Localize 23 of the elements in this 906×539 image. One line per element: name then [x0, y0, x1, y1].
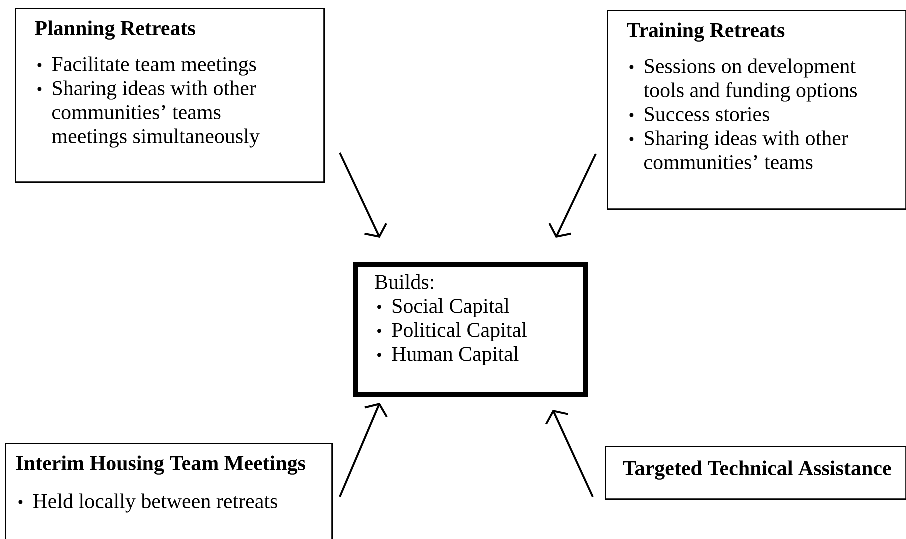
- box-text: Builds:: [375, 274, 434, 290]
- arrow: [548, 154, 597, 238]
- box-heading: Targeted Technical Assistance: [623, 460, 892, 480]
- bullet-item: Sharing ideas with other communities’ teams meetings simultaneously: [38, 80, 260, 148]
- bullet-item: Human Capital: [378, 346, 519, 366]
- box-heading: Training Retreats: [627, 22, 785, 42]
- text-box: [5, 443, 333, 539]
- bullet-item: Held locally between retreats: [18, 494, 278, 513]
- arrow: [546, 410, 594, 498]
- bullet-item: Success stories: [630, 107, 770, 122]
- text-box: [15, 8, 325, 183]
- bullet-item: Political Capital: [378, 322, 527, 342]
- text-box: [605, 446, 906, 500]
- box-heading: Interim Housing Team Meetings: [16, 456, 306, 475]
- bullet-item: Sharing ideas with other communities’ teams: [630, 130, 848, 170]
- box-heading: Planning Retreats: [35, 20, 196, 40]
- text-box: [353, 262, 588, 397]
- arrow: [339, 152, 388, 238]
- bullet-item: Social Capital: [378, 298, 510, 318]
- arrow: [339, 403, 388, 498]
- bullet-item: Facilitate team meetings: [38, 56, 256, 76]
- bullet-item: Sessions on development tools and funding options: [630, 58, 858, 102]
- text-box: [607, 10, 906, 210]
